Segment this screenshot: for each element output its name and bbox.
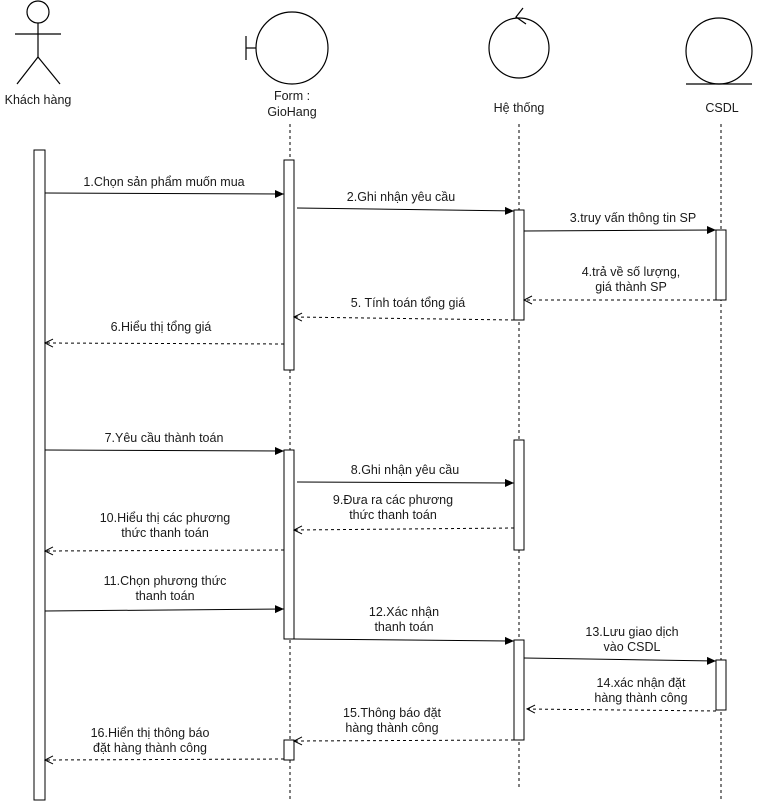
text-line: Form :	[274, 89, 310, 103]
text-line: 3.truy vấn thông tin SP	[570, 211, 696, 225]
message-label-5: 5. Tính toán tổng giá	[351, 296, 465, 310]
participant-label-db: CSDL	[705, 101, 738, 115]
text-line: 10.Hiểu thị các phương	[100, 511, 231, 525]
activation-db-2	[715, 659, 727, 711]
text-line: 5. Tính toán tổng giá	[351, 296, 465, 310]
text-line: 7.Yêu cầu thành toán	[105, 431, 224, 445]
message-arrow-6	[45, 343, 285, 344]
message-arrow-11	[44, 605, 285, 614]
message-arrow-8	[296, 478, 515, 487]
text-line: 13.Lưu giao dịch	[585, 625, 678, 639]
text-line: hàng thành công	[594, 691, 687, 705]
message-arrow-5	[294, 317, 515, 320]
db-entity-icon	[685, 17, 753, 85]
text-line: GioHang	[267, 105, 316, 119]
system-control-icon	[488, 7, 550, 79]
message-arrow-14	[527, 709, 717, 711]
message-arrow-12	[293, 636, 515, 645]
message-arrow-2	[296, 206, 515, 215]
text-line: 4.trả về số lượng,	[582, 265, 681, 279]
text-line: thanh toán	[135, 589, 194, 603]
text-line: 9.Đưa ra các phương	[333, 493, 453, 507]
participant-label-system: Hệ thống	[494, 101, 545, 115]
participant-label-form: Form : GioHang	[267, 89, 316, 119]
message-arrow-10	[45, 550, 285, 551]
message-arrow-9	[294, 528, 515, 530]
customer-actor-icon	[15, 0, 61, 85]
text-line: 16.Hiển thị thông báo	[91, 726, 210, 740]
message-label-3: 3.truy vấn thông tin SP	[570, 211, 696, 225]
message-arrow-16	[45, 759, 285, 760]
message-label-8: 8.Ghi nhận yêu cầu	[351, 463, 459, 477]
message-label-6: 6.Hiểu thị tổng giá	[111, 320, 212, 334]
message-arrow-1	[44, 189, 285, 198]
text-line: thức thanh toán	[349, 508, 437, 522]
activation-form-1	[283, 159, 295, 371]
text-line: 1.Chọn sản phẩm muốn mua	[83, 175, 244, 189]
activation-system-3	[513, 639, 525, 741]
activation-form-2	[283, 449, 295, 640]
activation-db-1	[715, 229, 727, 301]
text-line: 12.Xác nhận	[369, 605, 439, 619]
activation-form-3	[283, 739, 295, 761]
message-label-4: 4.trả về số lượng,giá thành SP	[582, 265, 681, 294]
message-arrow-15	[294, 740, 515, 741]
text-line: 2.Ghi nhận yêu cầu	[347, 190, 455, 204]
message-arrow-7	[44, 446, 285, 455]
text-line: đặt hàng thành công	[93, 741, 207, 755]
text-line: 6.Hiểu thị tổng giá	[111, 320, 212, 334]
text-line: giá thành SP	[595, 280, 667, 294]
activation-system-1	[513, 209, 525, 321]
text-line: 15.Thông báo đặt	[343, 706, 442, 720]
text-line: 11.Chọn phương thức	[104, 574, 227, 588]
text-line: hàng thành công	[345, 721, 438, 735]
form-boundary-icon	[245, 11, 329, 85]
participant-label-customer: Khách hàng	[5, 93, 72, 107]
activation-system-2	[513, 439, 525, 551]
message-label-7: 7.Yêu cầu thành toán	[105, 431, 224, 445]
text-line: thức thanh toán	[121, 526, 209, 540]
message-arrow-13	[523, 656, 717, 665]
text-line: 8.Ghi nhận yêu cầu	[351, 463, 459, 477]
text-line: vào CSDL	[604, 640, 661, 654]
message-arrow-3	[523, 226, 717, 235]
message-label-2: 2.Ghi nhận yêu cầu	[347, 190, 455, 204]
text-line: 14.xác nhận đặt	[597, 676, 686, 690]
activation-customer	[33, 149, 46, 801]
text-line: thanh toán	[374, 620, 433, 634]
message-label-1: 1.Chọn sản phẩm muốn mua	[83, 175, 244, 189]
